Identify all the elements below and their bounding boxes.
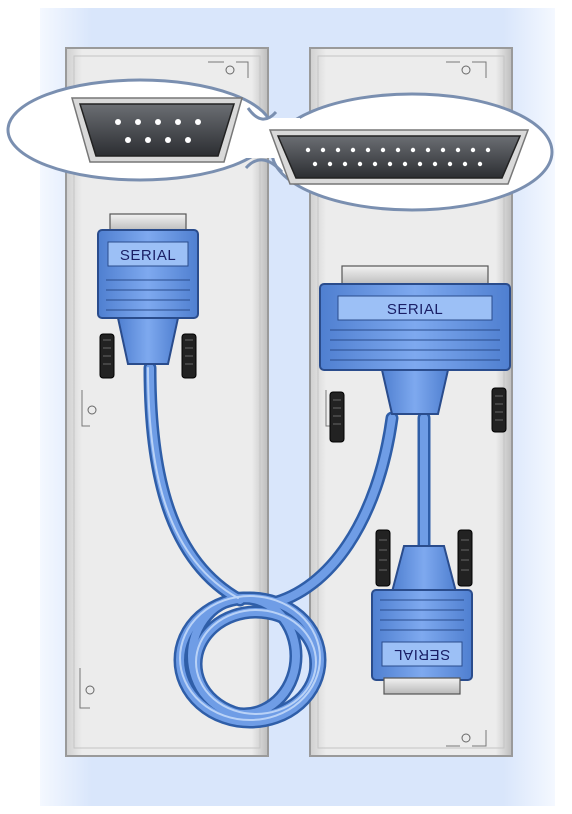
db9-port-icon	[72, 98, 242, 162]
right-connector-label: SERIAL	[387, 301, 443, 318]
left-connector-label: SERIAL	[120, 247, 176, 264]
bottom-connector-label: SERIAL	[394, 646, 450, 663]
db25-port-icon	[270, 130, 528, 184]
left-serial-connector: SERIAL	[98, 214, 198, 378]
